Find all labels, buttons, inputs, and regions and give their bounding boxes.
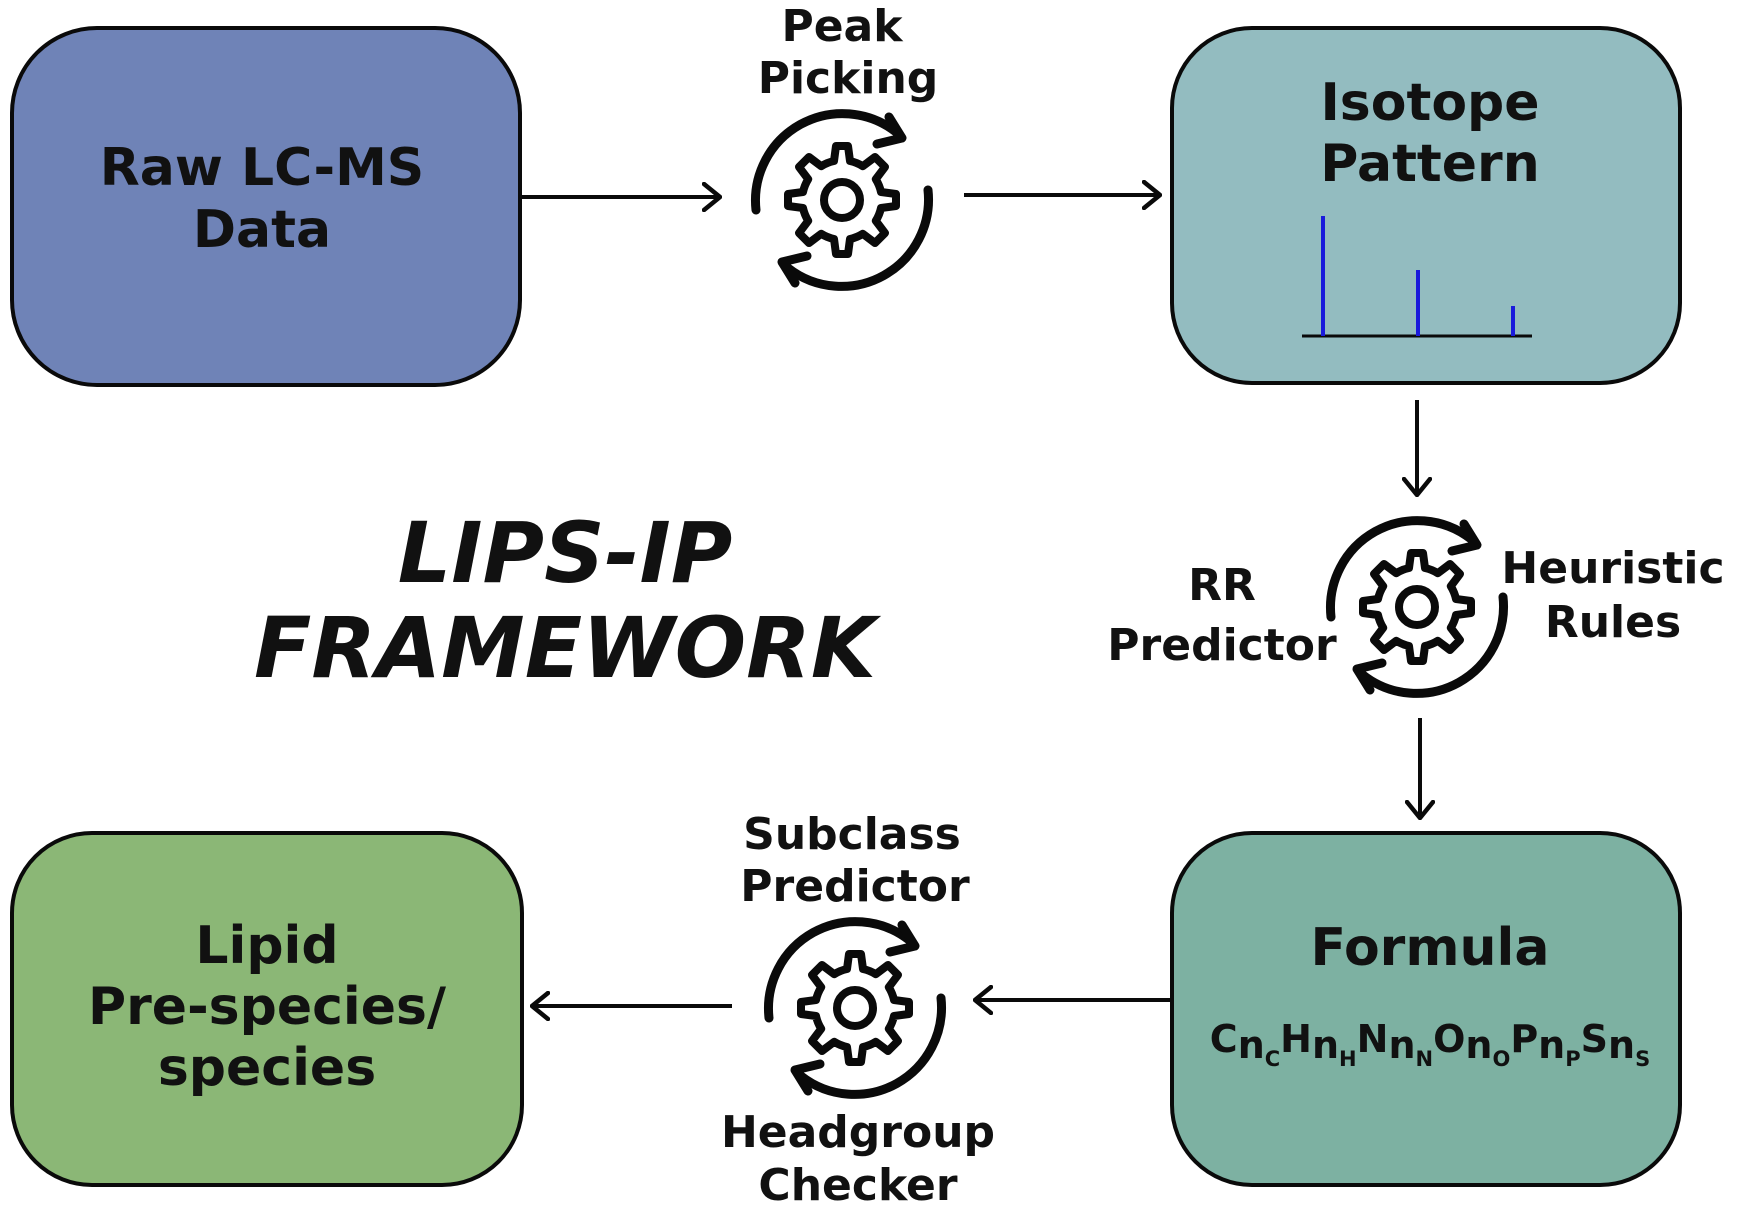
formula-subscript: O <box>1492 1047 1510 1071</box>
subclass-predictor-label-line2: Predictor <box>740 861 970 912</box>
raw-data-title-line1: Raw LC-MS <box>100 138 425 198</box>
raw-data-title-line2: Data <box>193 200 331 260</box>
heuristic-rules-label-line2: Rules <box>1545 597 1681 648</box>
isotope-pattern-box <box>1170 26 1682 385</box>
formula-subscript: C <box>1265 1047 1280 1071</box>
formula-box <box>1170 831 1682 1187</box>
formula-count: n <box>1465 1023 1492 1067</box>
lipid-title-line1: Lipid <box>195 916 338 976</box>
formula-element: O <box>1433 1017 1465 1061</box>
gear-icon-subclass <box>768 922 941 1095</box>
formula-count: n <box>1312 1023 1339 1067</box>
formula-count: n <box>1238 1023 1265 1067</box>
isotope-pattern-title-line2: Pattern <box>1320 134 1539 194</box>
framework-title-line2: FRAMEWORK <box>254 599 882 697</box>
formula-element: C <box>1210 1017 1238 1061</box>
formula-subscript: N <box>1416 1047 1434 1071</box>
peak-picking-label-line1: Peak <box>781 1 904 52</box>
peak-picking-label-line2: Picking <box>758 53 939 104</box>
heuristic-rules-label-line1: Heuristic <box>1501 543 1724 594</box>
isotope-peaks <box>1321 216 1515 336</box>
rr-predictor-label-line2: Predictor <box>1107 620 1337 671</box>
headgroup-checker-label-line2: Checker <box>758 1160 957 1210</box>
formula-element: P <box>1510 1017 1538 1061</box>
raw-data-box <box>10 26 522 387</box>
formula-count: n <box>1388 1023 1415 1067</box>
formula-element: N <box>1357 1017 1389 1061</box>
formula-subscript: S <box>1635 1047 1650 1071</box>
formula-element: H <box>1280 1017 1312 1061</box>
lipid-title-line3: species <box>158 1038 376 1098</box>
subclass-predictor-label-line1: Subclass <box>743 809 961 860</box>
formula-title: Formula <box>1311 918 1550 978</box>
headgroup-checker-label-line1: Headgroup <box>721 1107 995 1158</box>
formula-expression: CnCHnHNnNOnOPnPSnS <box>1210 1017 1650 1071</box>
formula-subscript: P <box>1565 1047 1580 1071</box>
gear-icon-peak-picking <box>755 114 928 287</box>
framework-title-line1: LIPS-IP <box>398 504 733 602</box>
formula-count: n <box>1538 1023 1565 1067</box>
lipid-box <box>10 831 524 1187</box>
formula-element: S <box>1581 1017 1608 1061</box>
lipid-title-line2: Pre-species/ <box>88 977 446 1037</box>
rr-predictor-label-line1: RR <box>1188 560 1256 611</box>
formula-subscript: H <box>1339 1047 1357 1071</box>
formula-count: n <box>1608 1023 1635 1067</box>
isotope-pattern-title-line1: Isotope <box>1320 73 1539 133</box>
gear-icon-rules <box>1330 521 1503 694</box>
